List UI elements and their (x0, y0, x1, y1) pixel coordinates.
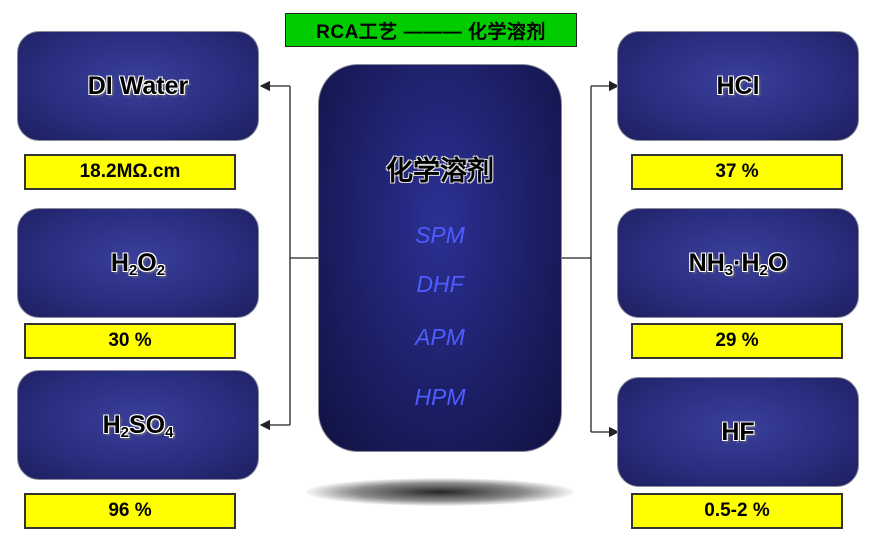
chemical-formula: H2O2 (110, 248, 166, 279)
value-di-water: 18.2MΩ.cm (24, 154, 236, 190)
chem-box-di-water: DI Water (17, 31, 259, 141)
method-apm: APM (415, 324, 465, 350)
chemical-formula: H2SO4 (102, 410, 174, 441)
method-hpm: HPM (414, 384, 466, 410)
chem-box-h2so4: H2SO4 (17, 370, 259, 480)
value-h2so4: 96 % (24, 493, 236, 529)
chemical-formula: HF (721, 417, 755, 446)
value-hf: 0.5-2 % (631, 493, 843, 529)
value-nh3-h2o: 29 % (631, 323, 843, 359)
center-title: 化学溶剂 (386, 156, 494, 187)
chem-box-hcl: HCl (617, 31, 859, 141)
method-spm: SPM (415, 222, 465, 248)
center-box-shadow (305, 478, 575, 506)
center-solvent-box: 化学溶剂 SPM DHF APM HPM (318, 64, 562, 452)
chemical-formula: HCl (716, 71, 760, 100)
value-h2o2: 30 % (24, 323, 236, 359)
method-dhf: DHF (416, 271, 464, 297)
chemical-formula: NH3·H2O (688, 248, 788, 279)
value-hcl: 37 % (631, 154, 843, 190)
chem-box-h2o2: H2O2 (17, 208, 259, 318)
diagram-title: RCA工艺 ——— 化学溶剂 (285, 13, 577, 47)
chemical-formula: DI Water (87, 71, 189, 100)
chem-box-nh3-h2o: NH3·H2O (617, 208, 859, 318)
chem-box-hf: HF (617, 377, 859, 487)
